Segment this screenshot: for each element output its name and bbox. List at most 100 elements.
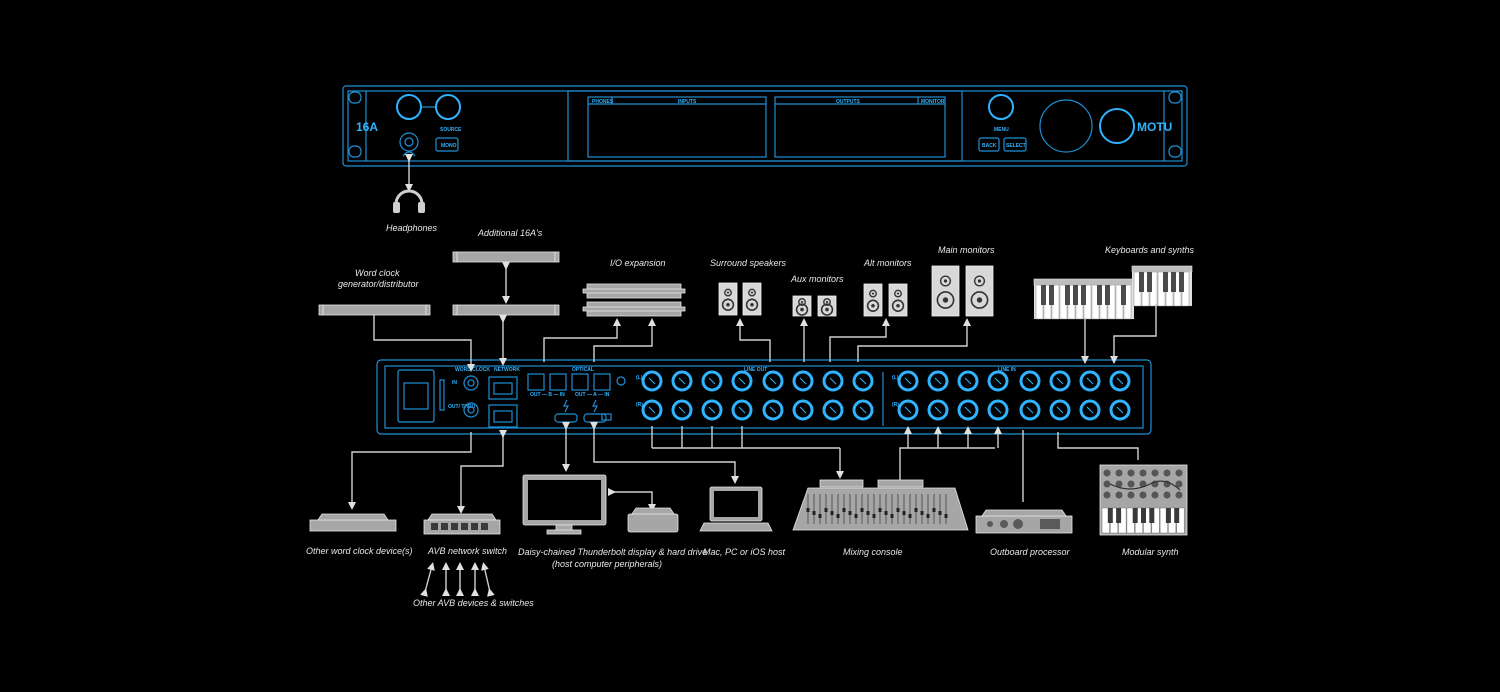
trs-jack[interactable]	[762, 399, 784, 421]
trs-jack[interactable]	[792, 370, 814, 392]
trs-jack[interactable]	[822, 399, 844, 421]
trs-jack[interactable]	[852, 370, 874, 392]
additional-16a-label: Additional 16A's	[477, 228, 543, 238]
trs-jack[interactable]	[701, 399, 723, 421]
rack-ear-hole	[348, 91, 362, 104]
keyboard-icon	[1033, 278, 1135, 320]
trs-jack[interactable]	[641, 370, 663, 392]
mono-button[interactable]	[435, 137, 459, 152]
headphones-label: Headphones	[386, 223, 438, 233]
trs-jack[interactable]	[1019, 370, 1041, 392]
thunderbolt-port-2[interactable]	[583, 413, 607, 423]
network-port-1[interactable]	[488, 376, 518, 400]
outboard-processor-icon	[975, 509, 1073, 534]
modular-synth-label: Modular synth	[1122, 547, 1179, 557]
headphone-jack[interactable]	[399, 132, 419, 152]
line-out-right-label: (R)	[636, 402, 643, 408]
optical-port[interactable]	[593, 373, 611, 391]
trs-jack[interactable]	[641, 399, 663, 421]
trs-jack[interactable]	[1049, 370, 1071, 392]
host-label: Mac, PC or iOS host	[703, 547, 786, 557]
line-in-right-label: (R)	[892, 402, 899, 408]
optical-port[interactable]	[571, 373, 589, 391]
main-volume-knob[interactable]	[1039, 99, 1093, 153]
trs-jack[interactable]	[1109, 399, 1131, 421]
optical-port[interactable]	[549, 373, 567, 391]
optical-b-label: OUT — B — IN	[530, 392, 565, 398]
mixing-console-label: Mixing console	[843, 547, 903, 557]
trs-jack[interactable]	[1019, 399, 1041, 421]
display-inputs-label: INPUTS	[678, 99, 697, 105]
speaker-icon	[792, 295, 812, 317]
aux-monitors	[792, 295, 837, 317]
display-left	[587, 96, 767, 158]
thunderbolt-port-1[interactable]	[554, 413, 578, 423]
avb-network-arrows	[420, 562, 495, 597]
outboard-label: Outboard processor	[990, 547, 1071, 557]
front-panel: 16A SOURCE MONO PHONES INPUTS OUTPUTS MO…	[342, 85, 1188, 167]
back-label: BACK	[982, 143, 997, 149]
trs-jack[interactable]	[762, 370, 784, 392]
other-avb-label: Other AVB devices & switches	[413, 598, 534, 608]
select-label: SELECT	[1006, 143, 1026, 149]
trs-jack[interactable]	[987, 370, 1009, 392]
trs-jack[interactable]	[927, 370, 949, 392]
monitor-knob[interactable]	[1099, 108, 1135, 144]
line-out-bus	[651, 426, 1002, 449]
aux-monitors-label: Aux monitors	[790, 274, 844, 284]
trs-jack[interactable]	[731, 399, 753, 421]
power-inlet[interactable]	[397, 369, 435, 423]
optical-a-label: OUT — A — IN	[575, 392, 610, 398]
trs-jack[interactable]	[1109, 370, 1131, 392]
rack-ear-hole	[1168, 145, 1182, 158]
optical-port[interactable]	[527, 373, 545, 391]
trs-jack[interactable]	[671, 399, 693, 421]
back-button[interactable]	[978, 137, 1000, 152]
word-clock-generator-device	[318, 304, 431, 316]
headphones-icon	[393, 189, 425, 213]
line-jacks	[641, 370, 1131, 421]
word-clock-out-port[interactable]	[463, 402, 479, 418]
line-out-label: LINE OUT	[744, 367, 767, 373]
trs-jack[interactable]	[957, 370, 979, 392]
io-expansion-label: I/O expansion	[610, 258, 666, 268]
trs-jack[interactable]	[987, 399, 1009, 421]
trs-jack[interactable]	[792, 399, 814, 421]
main-monitors	[931, 265, 994, 317]
keyboard-icon	[1131, 265, 1193, 307]
trs-jack[interactable]	[897, 370, 919, 392]
surround-speakers	[718, 282, 762, 316]
select-button[interactable]	[1003, 137, 1027, 152]
trs-jack[interactable]	[927, 399, 949, 421]
network-port-2[interactable]	[488, 404, 518, 428]
thunderbolt-icon	[592, 399, 598, 413]
trs-jack[interactable]	[822, 370, 844, 392]
model-label: 16A	[356, 120, 378, 134]
source-knob[interactable]	[435, 94, 461, 120]
source-label: SOURCE	[440, 127, 462, 133]
speaker-icon	[742, 282, 762, 316]
phones-knob[interactable]	[396, 94, 422, 120]
trs-jack[interactable]	[852, 399, 874, 421]
trs-jack[interactable]	[897, 399, 919, 421]
daisy-chain-label: Daisy-chained Thunderbolt display & hard…	[518, 547, 707, 557]
main-monitors-label: Main monitors	[938, 245, 995, 255]
rear-panel: WORD CLOCK IN OUT/ THRU NETWORK OPTICAL …	[376, 359, 1152, 435]
speaker-icon	[931, 265, 960, 317]
menu-knob[interactable]	[988, 94, 1014, 120]
laptop-icon	[699, 486, 773, 532]
trs-jack[interactable]	[1079, 399, 1101, 421]
trs-jack[interactable]	[731, 370, 753, 392]
trs-jack[interactable]	[1049, 399, 1071, 421]
speaker-icon	[718, 282, 738, 316]
avb-switch-device	[423, 513, 501, 535]
trs-jack[interactable]	[1079, 370, 1101, 392]
trs-jack[interactable]	[671, 370, 693, 392]
trs-jack[interactable]	[957, 399, 979, 421]
mixing-console-icon	[792, 479, 969, 531]
word-clock-in-port[interactable]	[463, 375, 479, 391]
avb-switch-label: AVB network switch	[427, 546, 507, 556]
trs-jack[interactable]	[701, 370, 723, 392]
mono-label: MONO	[441, 143, 457, 149]
